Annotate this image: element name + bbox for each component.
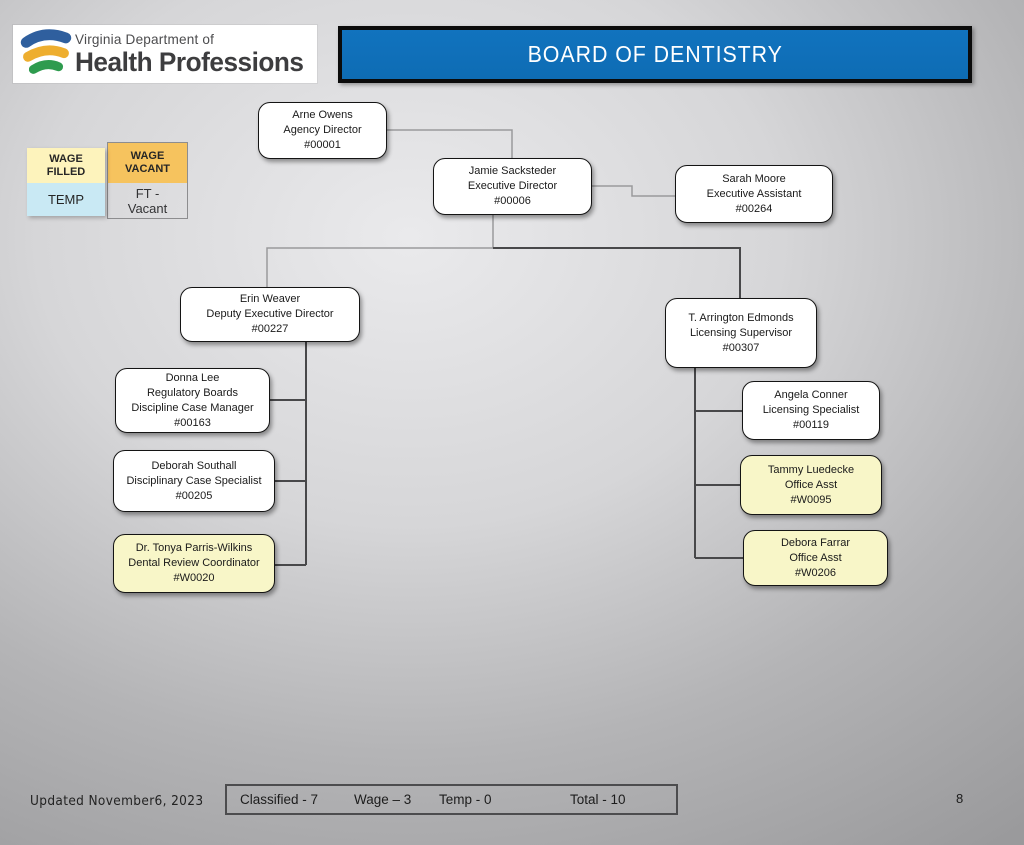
person-name: Jamie Sacksteder	[468, 165, 557, 177]
board-title-banner: BOARD OF DENTISTRY	[338, 26, 972, 83]
org-node-jamie-sacksteder: Jamie Sacksteder Executive Director #000…	[433, 158, 592, 215]
person-name: Debora Farrar	[780, 536, 851, 549]
dhp-shield-icon	[20, 28, 72, 74]
org-node-deborah-southall: Deborah Southall Disciplinary Case Speci…	[113, 450, 275, 512]
person-title: Executive Director	[467, 180, 558, 192]
org-node-erin-weaver: Erin Weaver Deputy Executive Director #0…	[180, 287, 360, 342]
legend-wage-vacant: WAGE VACANT	[108, 143, 187, 183]
legend-wage-filled: WAGE FILLED	[27, 148, 105, 183]
person-title: Agency Director	[283, 124, 362, 136]
person-title: Regulatory Boards Discipline Case Manage…	[131, 386, 254, 414]
stat-temp: Temp - 0	[439, 792, 492, 807]
org-node-debora-farrar: Debora Farrar Office Asst #W0206	[743, 530, 888, 586]
legend-vacant-column: WAGE VACANT FT - Vacant	[107, 142, 188, 219]
page-number: 8	[956, 791, 964, 806]
person-name: Arne Owens	[292, 109, 353, 121]
legend-temp: TEMP	[27, 183, 105, 216]
logo-text: Virginia Department of Health Profession…	[75, 32, 304, 76]
footer-updated-date: Updated November6, 2023	[30, 793, 204, 809]
footer-stats-box: Classified - 7 Wage – 3 Temp - 0 Total -…	[225, 784, 678, 815]
person-name: Angela Conner	[774, 389, 848, 401]
position-number: #00119	[793, 419, 829, 431]
logo-agency-line: Health Professions	[75, 47, 304, 77]
org-node-angela-conner: Angela Conner Licensing Specialist #0011…	[742, 381, 880, 440]
legend-ft-vacant: FT - Vacant	[127, 186, 168, 216]
position-number: #00001	[304, 139, 341, 151]
person-name: Sarah Moore	[722, 172, 786, 185]
person-name: Dr. Tonya Parris-Wilkins	[135, 542, 253, 554]
person-title: Deputy Executive Director	[206, 308, 334, 320]
org-node-t-arrington-edmonds: T. Arrington Edmonds Licensing Superviso…	[665, 298, 817, 368]
position-number: #W0020	[173, 572, 215, 584]
org-node-sarah-moore: Sarah Moore Executive Assistant #00264	[675, 165, 833, 223]
position-number: #00227	[251, 323, 289, 335]
position-number: #W0095	[790, 493, 832, 506]
logo-department-line: Virginia Department of	[75, 31, 215, 47]
person-title: Executive Assistant	[706, 187, 802, 200]
person-title: Licensing Supervisor	[689, 326, 793, 339]
person-name: Donna Lee	[165, 371, 220, 384]
person-title: Licensing Specialist	[762, 404, 860, 416]
stat-classified: Classified - 7	[240, 792, 319, 807]
org-node-arne-owens: Arne Owens Agency Director #00001	[258, 102, 387, 159]
person-name: Tammy Luedecke	[767, 463, 855, 476]
legend-filled-column: WAGE FILLED TEMP	[27, 148, 105, 216]
person-name: T. Arrington Edmonds	[688, 311, 794, 324]
position-number: #00264	[735, 202, 773, 215]
person-name: Deborah Southall	[151, 459, 237, 472]
page-title: BOARD OF DENTISTRY	[527, 41, 783, 67]
org-node-tammy-luedecke: Tammy Luedecke Office Asst #W0095	[740, 455, 882, 515]
position-number: #W0206	[795, 566, 836, 579]
org-node-donna-lee: Donna Lee Regulatory Boards Discipline C…	[115, 368, 270, 433]
person-title: Office Asst	[784, 478, 838, 491]
position-number: #00006	[494, 195, 531, 207]
org-node-tonya-parris-wilkins: Dr. Tonya Parris-Wilkins Dental Review C…	[113, 534, 275, 593]
stat-total: Total - 10	[570, 792, 626, 807]
person-title: Dental Review Coordinator	[128, 557, 260, 569]
person-title: Office Asst	[789, 551, 842, 564]
position-number: #00163	[174, 416, 211, 429]
person-title: Disciplinary Case Specialist	[126, 474, 262, 487]
position-number: #00307	[722, 341, 760, 354]
position-number: #00205	[175, 489, 213, 502]
stat-wage: Wage – 3	[354, 792, 412, 807]
person-name: Erin Weaver	[239, 293, 301, 305]
dhp-logo: Virginia Department of Health Profession…	[13, 25, 317, 83]
